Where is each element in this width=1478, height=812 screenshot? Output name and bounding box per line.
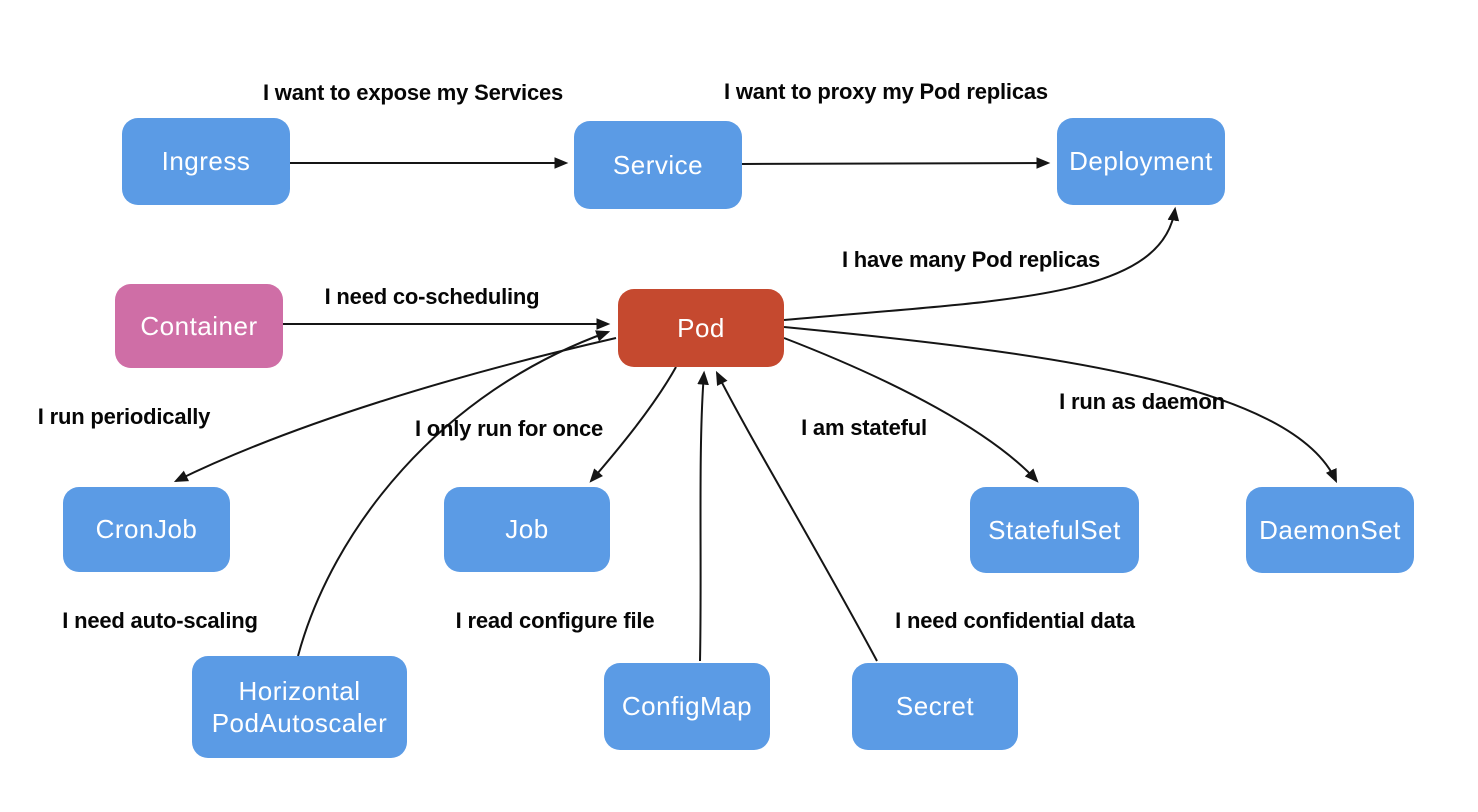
- edge-label-run-periodically: I run periodically: [37, 404, 211, 429]
- edge-pod-job: [589, 366, 677, 483]
- edge-label-read-configure-file: I read configure file: [455, 608, 655, 633]
- edge-label-confidential-data: I need confidential data: [895, 608, 1135, 633]
- edge-label-run-for-once: I only run for once: [414, 416, 604, 441]
- edge-label-am-stateful: I am stateful: [801, 415, 927, 440]
- edge-label-co-scheduling: I need co-scheduling: [324, 284, 540, 309]
- node-container: Container: [115, 284, 283, 368]
- edge-label-run-as-daemon: I run as daemon: [1059, 389, 1225, 414]
- edge-service-deployment: [741, 157, 1051, 169]
- edge-pod-daemonset: [783, 326, 1337, 484]
- edge-label-proxy-pod-replicas: I want to proxy my Pod replicas: [724, 79, 1048, 104]
- edge-label-expose-services: I want to expose my Services: [262, 80, 564, 105]
- edge-pod-deployment: [783, 206, 1180, 321]
- node-statefulset: StatefulSet: [970, 487, 1139, 573]
- node-job: Job: [444, 487, 610, 572]
- node-deployment: Deployment: [1057, 118, 1225, 205]
- edge-label-auto-scaling: I need auto-scaling: [62, 608, 258, 633]
- node-cronjob: CronJob: [63, 487, 230, 572]
- edge-secret-pod: [715, 370, 878, 662]
- node-service: Service: [574, 121, 742, 209]
- edge-pod-cronjob: [173, 337, 617, 483]
- edge-configmap-pod: [697, 370, 709, 662]
- node-daemonset: DaemonSet: [1246, 487, 1414, 573]
- edge-hpa-pod: [297, 330, 611, 657]
- node-horizontal-pod-autoscaler: Horizontal PodAutoscaler: [192, 656, 407, 758]
- edge-label-many-pod-replicas: I have many Pod replicas: [841, 247, 1101, 272]
- node-pod: Pod: [618, 289, 784, 367]
- node-secret: Secret: [852, 663, 1018, 750]
- edge-pod-statefulset: [783, 337, 1039, 483]
- node-ingress: Ingress: [122, 118, 290, 205]
- node-configmap: ConfigMap: [604, 663, 770, 750]
